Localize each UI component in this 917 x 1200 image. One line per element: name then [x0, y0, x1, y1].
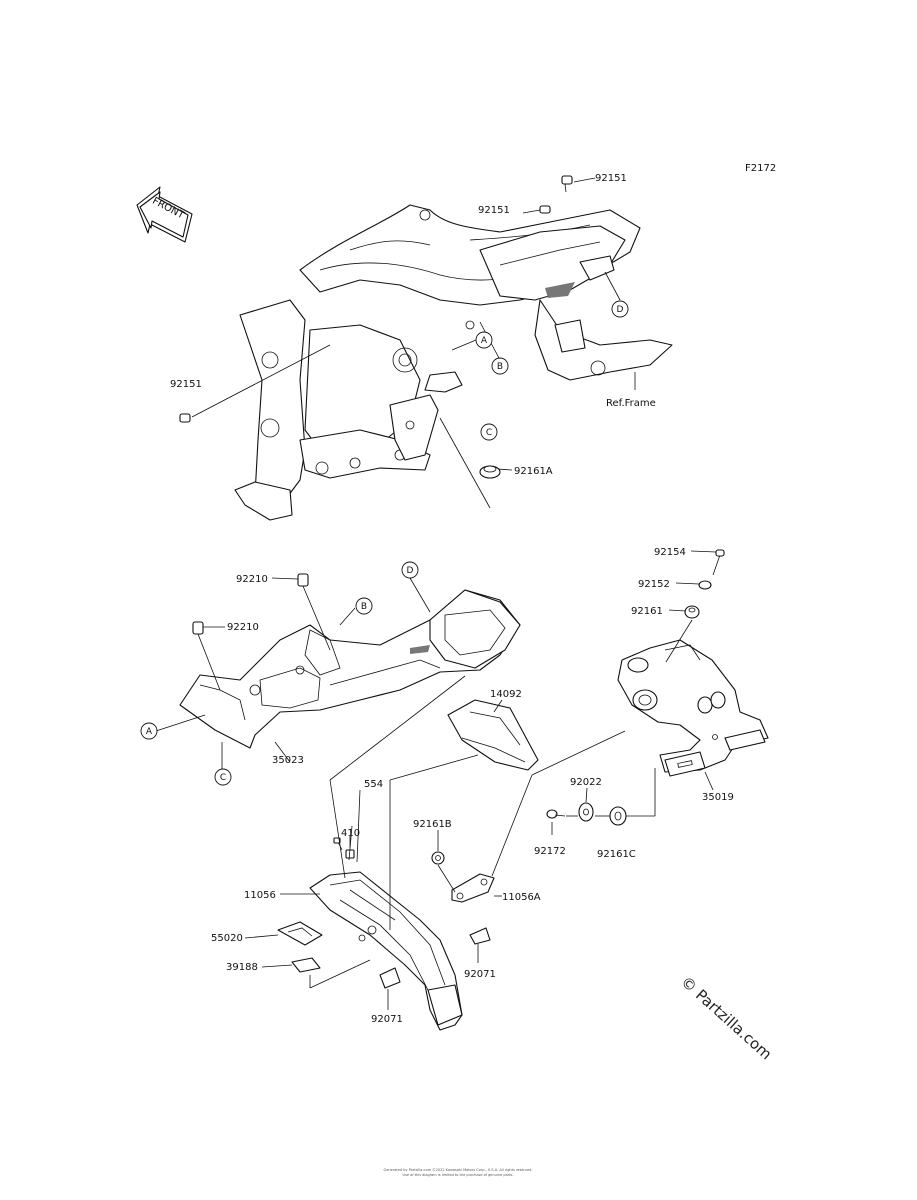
label-410: 410 [341, 828, 360, 839]
label-92071-bottom: 92071 [371, 1014, 403, 1025]
label-92161a: 92161A [514, 466, 553, 477]
label-92210-left: 92210 [227, 622, 259, 633]
label-35019: 35019 [702, 792, 734, 803]
label-92172: 92172 [534, 846, 566, 857]
grommet-92161b-icon [431, 851, 445, 865]
label-92154: 92154 [654, 547, 686, 558]
label-92161: 92161 [631, 606, 663, 617]
callout-a-frame: A [475, 331, 493, 349]
label-92152: 92152 [638, 579, 670, 590]
grommet-92071-bottom-icon [379, 967, 401, 989]
license-bracket-35019 [617, 639, 769, 777]
svg-text:C: C [486, 428, 492, 438]
svg-text:B: B [497, 362, 503, 372]
label-92022: 92022 [570, 777, 602, 788]
label-92161c: 92161C [597, 849, 636, 860]
label-92151-left: 92151 [170, 379, 202, 390]
svg-text:D: D [407, 566, 414, 576]
under-tray-35023 [179, 589, 521, 749]
grommet-92161a-icon [479, 465, 501, 479]
cover-14092 [447, 699, 539, 771]
pad-55020 [277, 921, 323, 946]
callout-b-frame: B [491, 357, 509, 375]
bolt-92151-mid-icon [539, 205, 551, 214]
label-11056: 11056 [244, 890, 276, 901]
label-11056a: 11056A [502, 892, 541, 903]
label-35023: 35023 [272, 755, 304, 766]
bolt-92154-icon [712, 549, 725, 576]
label-92151-top: 92151 [595, 173, 627, 184]
label-ref-frame: Ref.Frame [606, 398, 656, 409]
main-frame [234, 204, 673, 521]
svg-text:C: C [220, 773, 226, 783]
svg-text:D: D [617, 305, 624, 315]
label-92071-right: 92071 [464, 969, 496, 980]
bolt-92151-top-icon [561, 175, 573, 193]
clip-92210-top-icon [297, 573, 309, 587]
callout-d-tray: D [401, 561, 419, 579]
label-14092: 14092 [490, 689, 522, 700]
svg-text:B: B [361, 602, 367, 612]
bolt-92151-left-icon [179, 413, 191, 423]
sticker-39188 [291, 957, 321, 973]
footer-line-2: Use of this diagram is limited to the pu… [403, 1173, 514, 1177]
callout-c-tray: C [214, 768, 232, 786]
label-554: 554 [364, 779, 383, 790]
label-55020: 55020 [211, 933, 243, 944]
front-arrow-icon: FRONT [136, 186, 193, 243]
grommet-92161c-icon [609, 806, 627, 826]
callout-b-tray: B [355, 597, 373, 615]
rear-fender-11056 [309, 871, 463, 1031]
bracket-11056a [451, 873, 495, 903]
figure-id: F2172 [745, 163, 776, 174]
screw-92172-icon [546, 809, 566, 819]
label-92161b: 92161B [413, 819, 452, 830]
callout-c-frame: C [480, 423, 498, 441]
footer-line-1: Generated by Partzilla.com ©2022 Kawasak… [384, 1168, 533, 1172]
svg-text:A: A [481, 336, 488, 346]
label-92151-mid: 92151 [478, 205, 510, 216]
callout-a-tray: A [140, 722, 158, 740]
grommet-92071-right-icon [469, 927, 491, 945]
grommet-92161-icon [684, 605, 700, 619]
label-92210-top: 92210 [236, 574, 268, 585]
washer-92152-icon [698, 580, 712, 590]
svg-text:A: A [146, 727, 153, 737]
callout-d-frame: D [611, 300, 629, 318]
label-39188: 39188 [226, 962, 258, 973]
washer-92022-icon [578, 802, 594, 822]
watermark: © Partzilla.com [677, 973, 775, 1064]
clip-92210-left-icon [192, 621, 204, 635]
